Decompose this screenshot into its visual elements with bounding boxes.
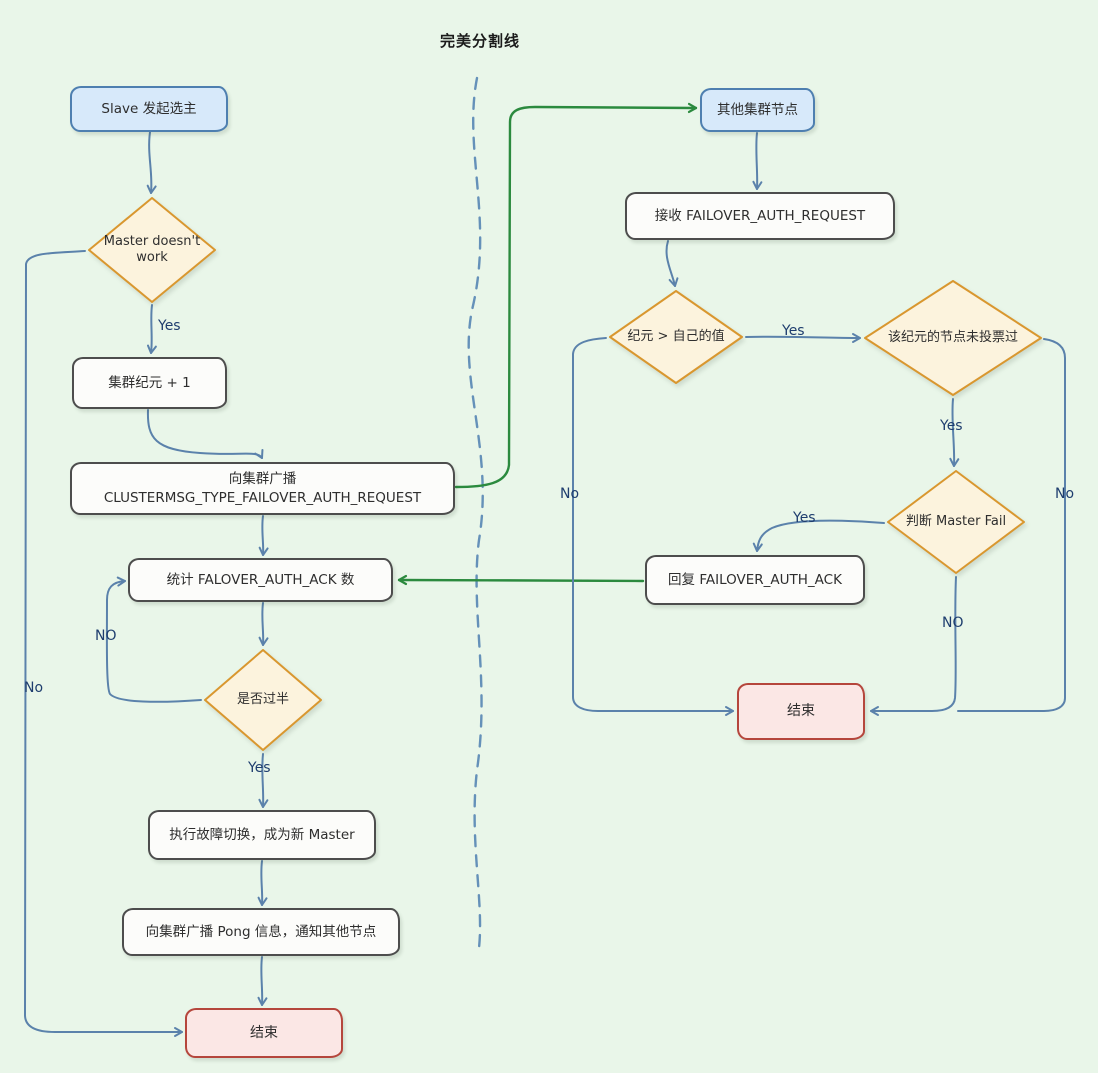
edge-label-master-work-no: No [24,680,44,696]
divider-line [467,76,484,950]
node-slave-start: Slave 发起选主 [70,86,228,132]
edge-start-to-check [146,131,157,194]
edge-label-epoch-yes: Yes [782,323,805,339]
node-epoch-plus-label: 集群纪元 + 1 [108,374,191,391]
edge-majority-yes-to-failover [258,753,269,808]
node-reply-ack-label: 回复 FAILOVER_AUTH_ACK [668,571,842,588]
edge-epoch-check-yes-to-vote-check [745,332,861,343]
edge-vote-check-no-to-end [957,338,1066,712]
node-epoch-greater-label: 纪元 > 自己的值 [627,328,725,344]
node-do-failover-label: 执行故障切换，成为新 Master [169,826,355,843]
edge-label-master-fail-no: NO [942,615,964,631]
edge-reply-to-count [397,574,645,586]
edge-label-majority-yes: Yes [248,760,271,776]
node-master-doesnt-work: Master doesn't work [87,196,217,304]
node-count-ack-label: 统计 FALOVER_AUTH_ACK 数 [166,571,355,588]
node-count-ack: 统计 FALOVER_AUTH_ACK 数 [128,558,393,602]
node-majority: 是否过半 [203,648,323,752]
node-broadcast-request: 向集群广播 CLUSTERMSG_TYPE_FAILOVER_AUTH_REQU… [70,462,455,515]
node-slave-start-label: Slave 发起选主 [101,100,197,117]
node-not-voted-label: 该纪元的节点未投票过 [887,329,1018,345]
edge-failover-to-pong [257,860,268,906]
node-other-nodes-label: 其他集群节点 [717,101,798,118]
edge-broadcast-to-count [258,515,269,556]
edge-label-master-work-yes: Yes [158,318,181,334]
node-reply-ack: 回复 FAILOVER_AUTH_ACK [645,555,865,605]
edge-label-epoch-no: No [560,486,580,502]
node-epoch-greater: 纪元 > 自己的值 [608,289,744,385]
edge-count-to-majority [258,602,269,646]
edge-epoch-check-no-to-end [572,337,734,716]
node-epoch-plus: 集群纪元 + 1 [72,357,227,409]
edge-epoch-to-broadcast [146,409,264,459]
edge-master-fail-no-to-end [870,576,957,716]
node-do-failover: 执行故障切换，成为新 Master [148,810,376,860]
node-judge-master-fail-label: 判断 Master Fail [905,513,1007,529]
node-receive-request-label: 接收 FAILOVER_AUTH_REQUEST [654,207,866,224]
node-not-voted: 该纪元的节点未投票过 [863,279,1043,397]
node-master-doesnt-work-label: Master doesn't work [103,233,201,265]
edge-label-master-fail-yes: Yes [793,510,816,526]
node-end-left-label: 结束 [250,1024,278,1041]
edge-label-majority-no: NO [95,628,117,644]
edge-receive-to-epoch-check [665,240,679,287]
edge-vote-check-yes-to-master-fail [949,398,960,467]
edge-master-fail-yes-to-reply [752,519,885,552]
node-judge-master-fail: 判断 Master Fail [886,469,1026,575]
node-broadcast-request-label: 向集群广播 CLUSTERMSG_TYPE_FAILOVER_AUTH_REQU… [103,471,422,506]
node-end-right: 结束 [737,683,865,740]
edge-check-yes-to-epoch [146,304,157,354]
node-broadcast-pong: 向集群广播 Pong 信息，通知其他节点 [122,908,400,956]
divider-title: 完美分割线 [439,32,520,50]
edge-pong-to-end [257,956,268,1006]
node-other-nodes: 其他集群节点 [700,88,815,132]
edge-label-not-voted-no: No [1055,486,1075,502]
edge-majority-no-loop [105,576,202,703]
edge-check-no-to-end [23,250,183,1037]
edge-label-not-voted-yes: Yes [940,418,963,434]
node-receive-request: 接收 FAILOVER_AUTH_REQUEST [625,192,895,240]
node-majority-label: 是否过半 [236,691,289,707]
node-end-left: 结束 [185,1008,343,1058]
edge-other-nodes-to-receive [752,132,763,190]
node-end-right-label: 结束 [787,703,815,720]
node-broadcast-pong-label: 向集群广播 Pong 信息，通知其他节点 [145,923,377,940]
edge-broadcast-to-other-nodes [454,102,698,489]
